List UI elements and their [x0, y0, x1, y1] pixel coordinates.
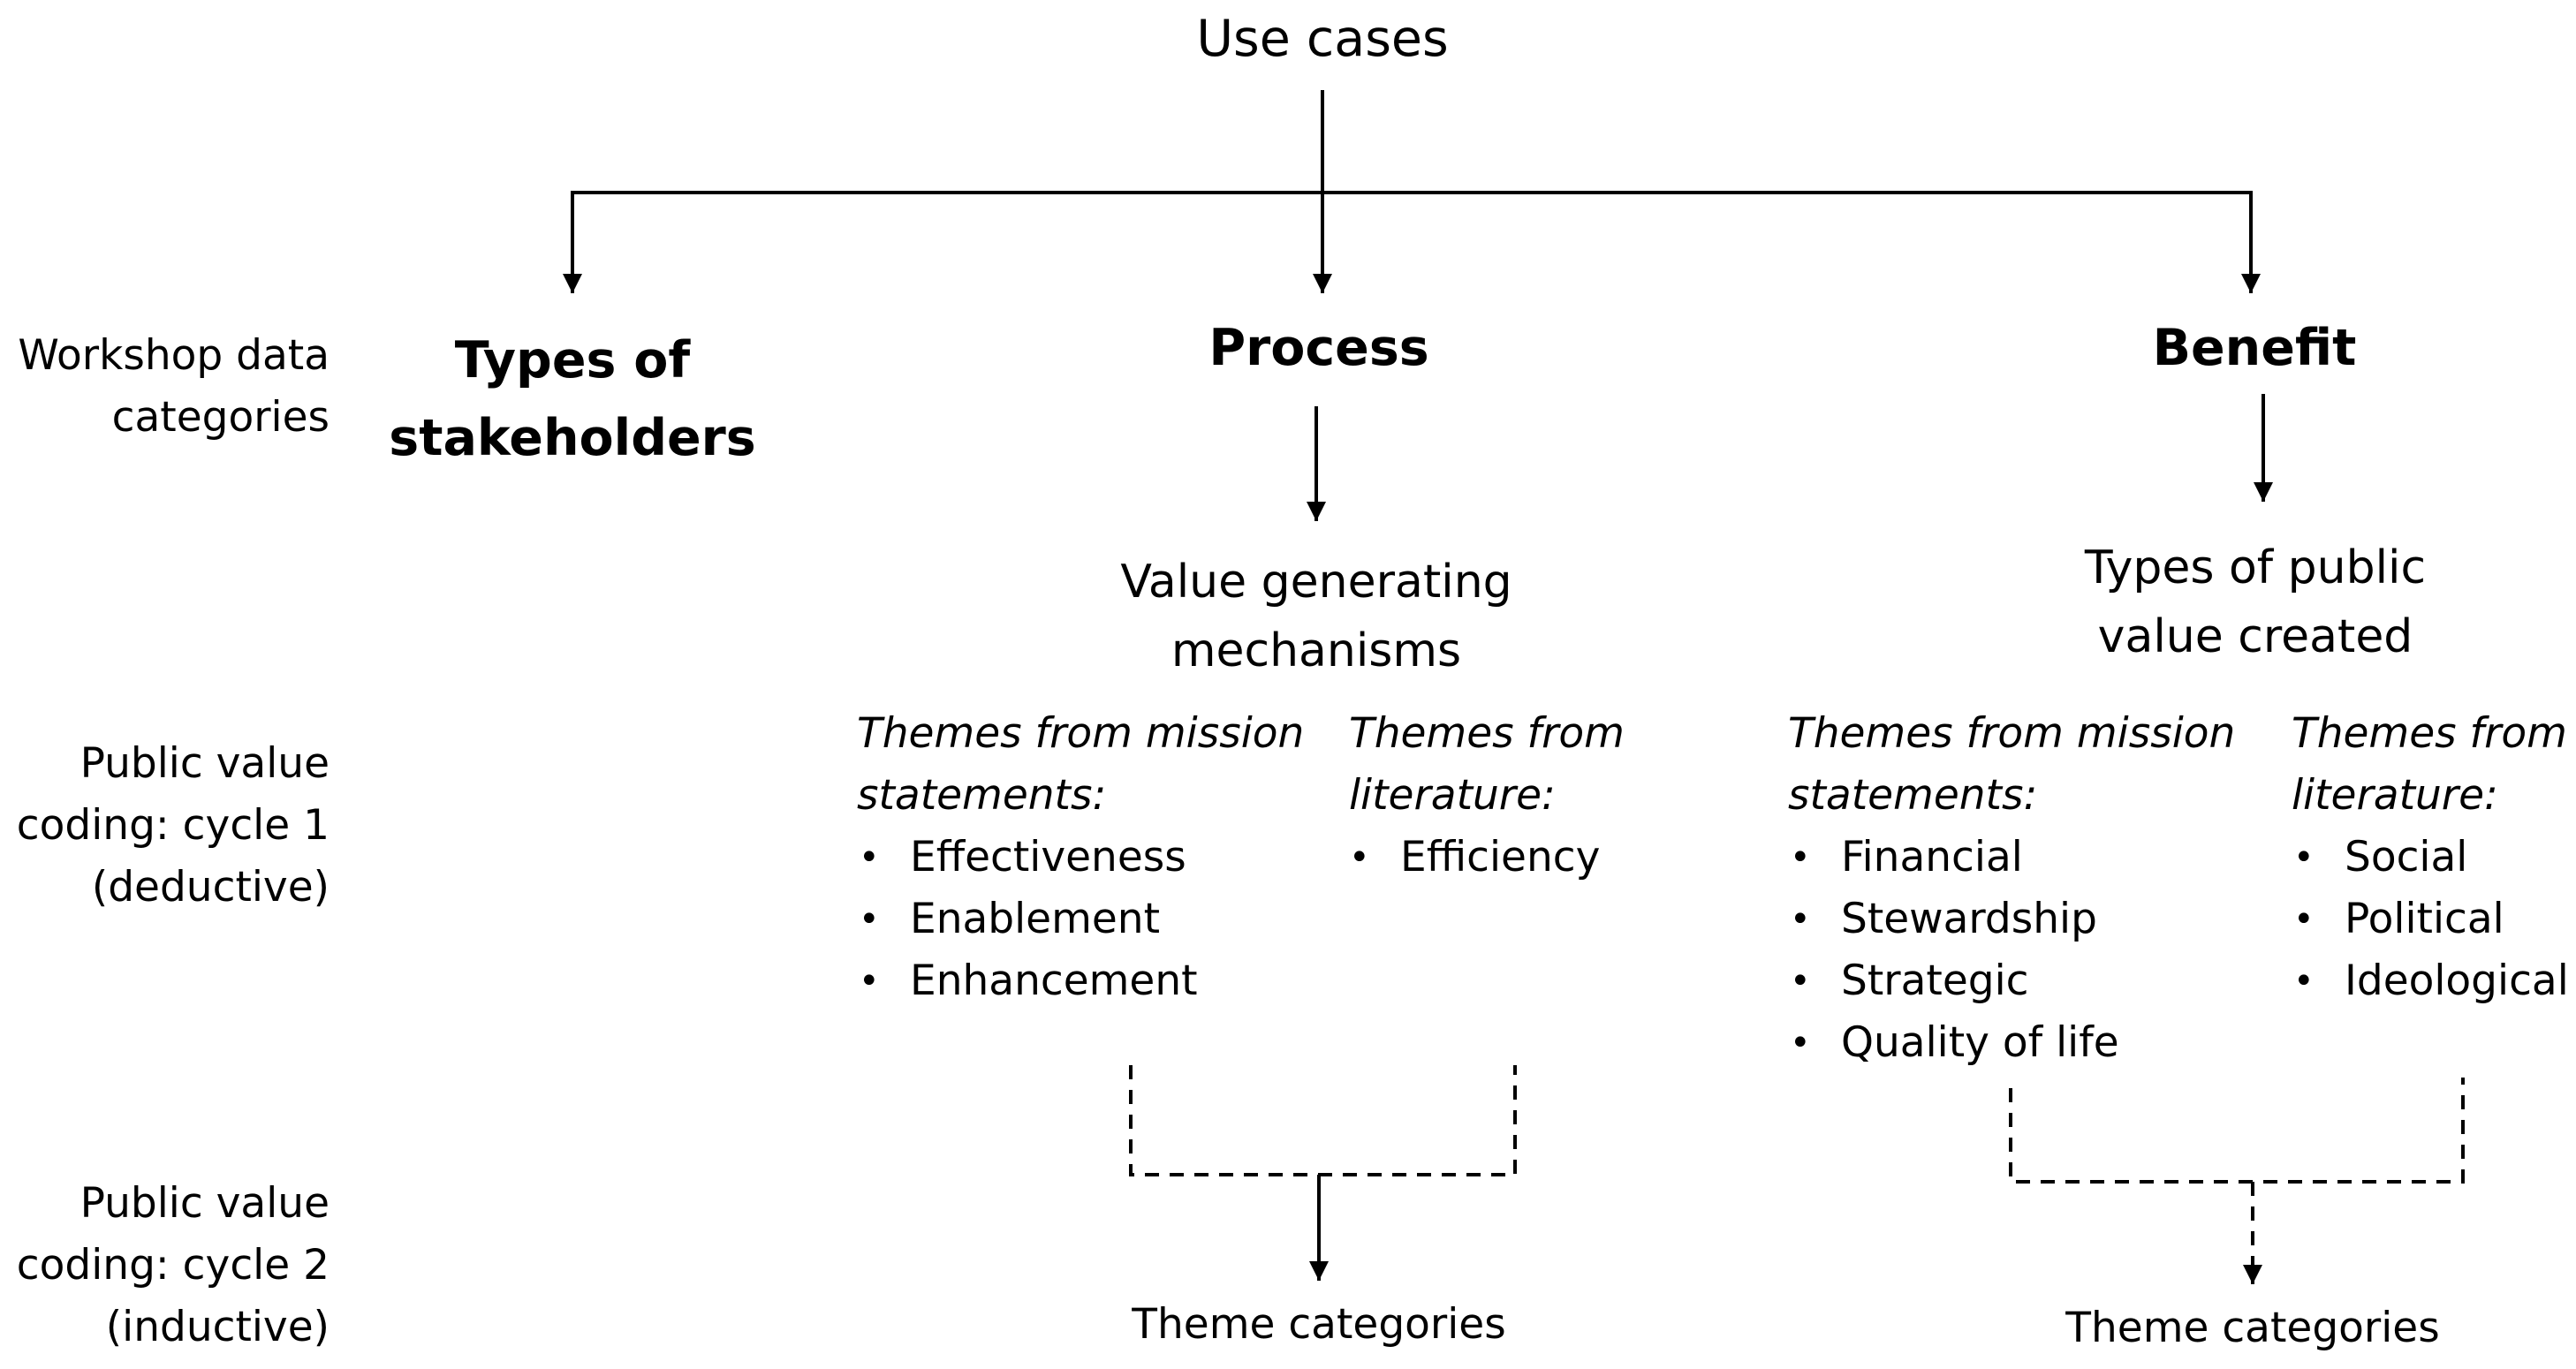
- benefit-subheading: Types of public value created: [2085, 533, 2426, 671]
- process-subheading-line: Value generating: [1120, 556, 1512, 609]
- process-merge-bracket: [1129, 1065, 1517, 1176]
- list-item: Social: [2293, 827, 2569, 889]
- process-subheading-line: mechanisms: [1171, 624, 1462, 677]
- category-process: Process: [1208, 319, 1429, 377]
- root-title: Use cases: [1196, 10, 1449, 68]
- list-item: Efficiency: [1349, 827, 1600, 889]
- process-subheading: Value generating mechanisms: [1120, 548, 1512, 685]
- benefit-mission-heading-line: Themes from mission: [1788, 709, 2236, 758]
- benefit-theme-categories: Theme categories: [2065, 1304, 2440, 1352]
- row-label-workshop: Workshop data categories: [18, 325, 330, 449]
- benefit-mission-heading: Themes from mission statements:: [1788, 703, 2235, 827]
- list-item: Strategic: [1790, 950, 2119, 1012]
- row-label-cycle2: Public value coding: cycle 2 (inductive): [17, 1173, 330, 1358]
- benefit-subheading-line: Types of public: [2084, 541, 2427, 594]
- list-item: Quality of life: [1790, 1012, 2119, 1074]
- row-label-cycle2-line: Public value: [80, 1179, 330, 1228]
- row-label-cycle1-line: Public value: [80, 739, 330, 788]
- category-benefit: Benefit: [2152, 319, 2357, 377]
- process-literature-heading-line: Themes from: [1349, 709, 1625, 758]
- row-label-workshop-line: categories: [111, 393, 330, 442]
- benefit-mission-list: Financial Stewardship Strategic Quality …: [1790, 827, 2119, 1074]
- process-literature-heading-line: literature:: [1349, 771, 1556, 820]
- row-label-cycle2-line: coding: cycle 2: [16, 1241, 330, 1290]
- benefit-literature-heading-line: literature:: [2292, 771, 2498, 820]
- category-stakeholders-line: stakeholders: [389, 409, 756, 467]
- process-literature-list: Efficiency: [1349, 827, 1600, 889]
- process-literature-heading: Themes from literature:: [1349, 703, 1625, 827]
- list-item: Political: [2293, 889, 2569, 950]
- process-mission-heading: Themes from mission statements:: [857, 703, 1304, 827]
- benefit-literature-heading-line: Themes from: [2292, 709, 2567, 758]
- list-item: Stewardship: [1790, 889, 2119, 950]
- benefit-subheading-line: value created: [2097, 610, 2413, 663]
- process-theme-categories: Theme categories: [1132, 1300, 1506, 1349]
- row-label-cycle1-line: coding: cycle 1: [16, 801, 330, 850]
- list-item: Ideological: [2293, 950, 2569, 1012]
- list-item: Enablement: [859, 889, 1198, 950]
- list-item: Enhancement: [859, 950, 1198, 1012]
- benefit-literature-list: Social Political Ideological: [2293, 827, 2569, 1012]
- benefit-mission-heading-line: statements:: [1788, 771, 2038, 820]
- list-item: Financial: [1790, 827, 2119, 889]
- benefit-merge-bracket: [2009, 1078, 2465, 1184]
- process-mission-heading-line: Themes from mission: [857, 709, 1305, 758]
- row-label-cycle2-line: (inductive): [105, 1303, 330, 1351]
- list-item: Effectiveness: [859, 827, 1198, 889]
- process-mission-heading-line: statements:: [857, 771, 1107, 820]
- category-stakeholders-line: Types of: [454, 331, 691, 390]
- benefit-literature-heading: Themes from literature:: [2292, 703, 2567, 827]
- row-label-cycle1: Public value coding: cycle 1 (deductive): [17, 733, 330, 919]
- category-stakeholders: Types of stakeholders: [389, 321, 755, 477]
- process-mission-list: Effectiveness Enablement Enhancement: [859, 827, 1198, 1012]
- row-label-workshop-line: Workshop data: [18, 331, 330, 380]
- row-label-cycle1-line: (deductive): [91, 863, 330, 911]
